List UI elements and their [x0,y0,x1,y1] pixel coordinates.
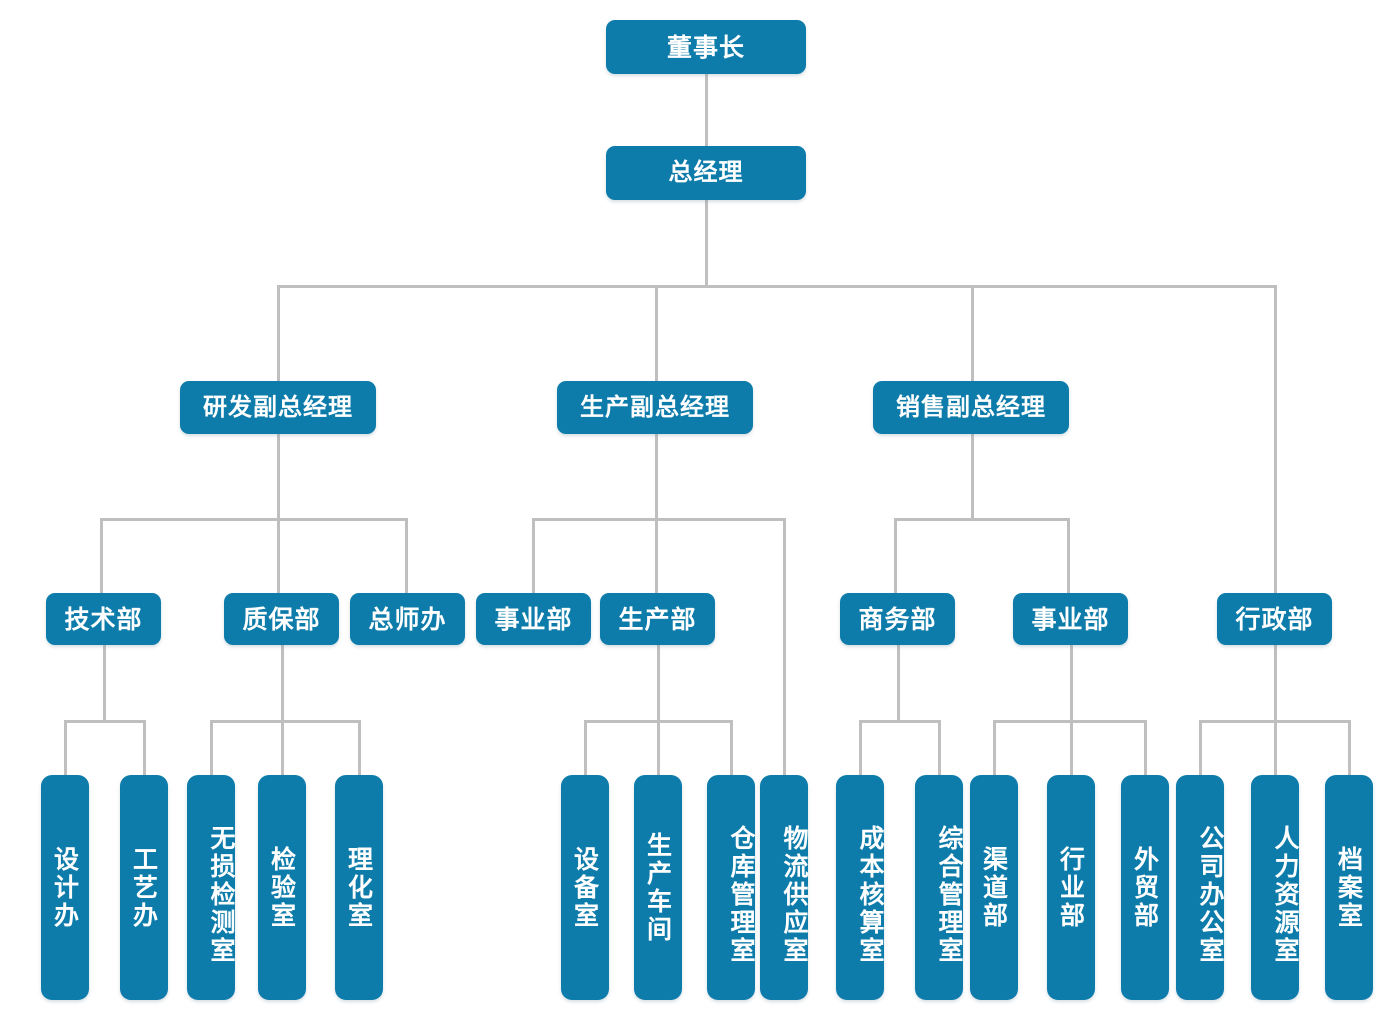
connector-drop-dept-qa [277,518,280,594]
connector-drop-leaf-process [143,720,146,776]
node-leaf-ndt[interactable]: 无损检测室 [187,775,236,1000]
node-dept-production[interactable]: 生产部 [600,593,715,645]
node-chairman[interactable]: 董事长 [606,20,806,74]
connector-tech-stem [103,644,106,720]
connector-drop-leaf-industry [1070,720,1073,776]
connector-commerce-bus [859,720,941,723]
connector-drop-leaf-inspection [281,720,284,776]
connector-drop-dept-commerce [894,518,897,594]
connector-vprd-bus [100,518,408,521]
node-leaf-general-mgmt[interactable]: 综合管理室 [915,775,964,1000]
connector-vpsales-bus [894,518,1070,521]
node-dept-chief-eng[interactable]: 总师办 [350,593,465,645]
connector-vpprod-bus [532,518,786,521]
connector-chairman-to-gm [705,72,708,146]
node-dept-commerce[interactable]: 商务部 [840,593,955,645]
node-leaf-cost[interactable]: 成本核算室 [836,775,885,1000]
node-vp-production[interactable]: 生产副总经理 [557,381,753,434]
node-leaf-process[interactable]: 工艺办 [120,775,168,1000]
connector-production-stem [657,644,660,720]
node-leaf-equipment[interactable]: 设备室 [561,775,609,1000]
connector-drop-leaf-design [64,720,67,776]
connector-qa-stem [281,644,284,720]
connector-commerce-stem [897,644,900,720]
connector-drop-leaf-channel [993,720,996,776]
connector-drop-leaf-physchem [358,720,361,776]
connector-drop-admin [1274,285,1277,594]
connector-drop-leaf-foreign-trade [1144,720,1147,776]
connector-drop-leaf-cost [859,720,862,776]
connector-drop-vp-rd [277,285,280,382]
connector-drop-vp-sales [971,285,974,382]
node-leaf-channel[interactable]: 渠道部 [970,775,1018,1000]
connector-vprd-stem [277,432,280,518]
connector-tech-bus [64,720,146,723]
connector-drop-leaf-workshop [657,720,660,776]
connector-drop-dept-business-unit-prod [532,518,535,594]
connector-business-unit-sales-stem [1070,644,1073,720]
connector-gm-bus [277,285,1277,288]
connector-drop-leaf-equipment [584,720,587,776]
connector-drop-dept-business-unit-sales [1067,518,1070,594]
node-leaf-warehouse[interactable]: 仓库管理室 [707,775,756,1000]
node-dept-admin[interactable]: 行政部 [1217,593,1332,645]
node-leaf-inspection[interactable]: 检验室 [258,775,306,1000]
connector-drop-leaf-ndt [210,720,213,776]
node-leaf-logistics[interactable]: 物流供应室 [760,775,809,1000]
connector-drop-dept-production [655,518,658,594]
connector-drop-leaf-logistics [783,518,786,775]
node-leaf-industry[interactable]: 行业部 [1047,775,1095,1000]
node-leaf-foreign-trade[interactable]: 外贸部 [1121,775,1169,1000]
node-leaf-design[interactable]: 设计办 [41,775,89,1000]
connector-drop-leaf-hr [1274,720,1277,776]
connector-vpsales-stem [971,432,974,518]
node-general-manager[interactable]: 总经理 [606,146,806,200]
node-vp-rd[interactable]: 研发副总经理 [180,381,376,434]
connector-gm-stem [705,198,708,285]
node-dept-business-unit-sales[interactable]: 事业部 [1013,593,1128,645]
connector-drop-vp-production [655,285,658,382]
connector-vpprod-stem [655,432,658,518]
connector-drop-dept-tech [100,518,103,594]
node-dept-qa[interactable]: 质保部 [224,593,339,645]
node-dept-tech[interactable]: 技术部 [46,593,161,645]
connector-drop-leaf-archive [1348,720,1351,776]
connector-drop-leaf-warehouse [730,720,733,776]
node-dept-business-unit-production[interactable]: 事业部 [476,593,591,645]
connector-admin-stem [1274,644,1277,720]
connector-drop-dept-chief-eng [405,518,408,594]
node-leaf-hr[interactable]: 人力资源室 [1251,775,1300,1000]
connector-qa-bus [210,720,361,723]
node-leaf-company-office[interactable]: 公司办公室 [1176,775,1225,1000]
node-leaf-physchem[interactable]: 理化室 [335,775,383,1000]
node-leaf-workshop[interactable]: 生产车间 [634,775,682,1000]
connector-drop-leaf-company-office [1199,720,1202,776]
node-leaf-archive[interactable]: 档案室 [1325,775,1373,1000]
connector-drop-leaf-general-mgmt [938,720,941,776]
node-vp-sales[interactable]: 销售副总经理 [873,381,1069,434]
